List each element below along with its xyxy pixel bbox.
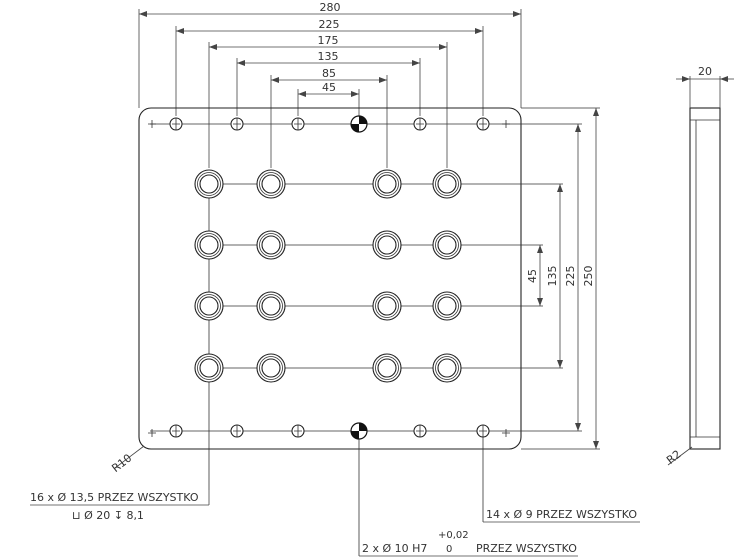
- cb-hole: [432, 291, 462, 321]
- cb-hole: [256, 353, 286, 383]
- cb-hole: [256, 291, 286, 321]
- pin-hole: [350, 115, 368, 133]
- cb-hole: [194, 291, 224, 321]
- dim-side-thickness: 20: [698, 65, 712, 78]
- dim-45: 45: [322, 81, 336, 94]
- corner-marks: [148, 120, 510, 437]
- callout-through-holes: 14 x Ø 9 PRZEZ WSZYSTKO: [483, 508, 640, 523]
- through-hole: [476, 117, 490, 131]
- dim-225: 225: [319, 18, 340, 31]
- radius-callout-plate: R10: [109, 445, 145, 475]
- pin-tolerance-upper: +0,02: [438, 530, 469, 541]
- through-hole: [413, 117, 427, 131]
- pin-holes: [350, 115, 368, 440]
- dim-45-vertical: 45: [526, 269, 539, 283]
- through-hole: [476, 424, 490, 438]
- through-hole: [230, 424, 244, 438]
- dim-135: 135: [318, 50, 339, 63]
- counterbored-holes: [194, 169, 462, 383]
- through-hole: [413, 424, 427, 438]
- counterbore-line1: 16 x Ø 13,5 PRZEZ WSZYSTKO: [30, 491, 199, 504]
- radius-side-label: R2: [664, 448, 684, 467]
- through-holes-label: 14 x Ø 9 PRZEZ WSZYSTKO: [486, 508, 637, 521]
- radius-plate-label: R10: [109, 451, 134, 475]
- cb-hole: [372, 169, 402, 199]
- side-view: 20 R2: [664, 65, 734, 467]
- cb-hole: [432, 169, 462, 199]
- cb-hole: [432, 353, 462, 383]
- cb-hole: [194, 169, 224, 199]
- cb-hole: [432, 230, 462, 260]
- callout-pin-holes: 2 x Ø 10 H7 +0,02 0 PRZEZ WSZYSTKO: [359, 530, 578, 557]
- counterbore-line2: ⊔ Ø 20 ↧ 8,1: [72, 509, 144, 522]
- cb-hole: [372, 353, 402, 383]
- cb-hole: [194, 230, 224, 260]
- through-hole: [291, 117, 305, 131]
- top-dimensions: 280 225 175 135 85 45: [138, 1, 522, 168]
- dim-225-vertical: 225: [564, 266, 577, 287]
- cb-hole: [256, 169, 286, 199]
- cb-hole: [372, 291, 402, 321]
- dim-175: 175: [318, 34, 339, 47]
- cb-hole: [256, 230, 286, 260]
- dim-280: 280: [320, 1, 341, 14]
- through-hole: [169, 117, 183, 131]
- pin-tolerance-lower: 0: [446, 544, 452, 555]
- right-dimensions: 45 135 225 250: [526, 108, 599, 449]
- pin-hole: [350, 422, 368, 440]
- dim-135-vertical: 135: [546, 266, 559, 287]
- through-hole: [169, 424, 183, 438]
- callout-counterbore: 16 x Ø 13,5 PRZEZ WSZYSTKO ⊔ Ø 20 ↧ 8,1: [30, 490, 210, 522]
- dim-85: 85: [322, 67, 336, 80]
- cb-hole: [372, 230, 402, 260]
- dim-250-vertical: 250: [582, 266, 595, 287]
- through-holes: [169, 117, 490, 438]
- pin-holes-suffix: PRZEZ WSZYSTKO: [476, 542, 577, 555]
- through-hole: [291, 424, 305, 438]
- through-hole: [230, 117, 244, 131]
- plate-outline: [138, 107, 522, 450]
- pin-holes-prefix: 2 x Ø 10 H7: [362, 542, 427, 555]
- cb-hole: [194, 353, 224, 383]
